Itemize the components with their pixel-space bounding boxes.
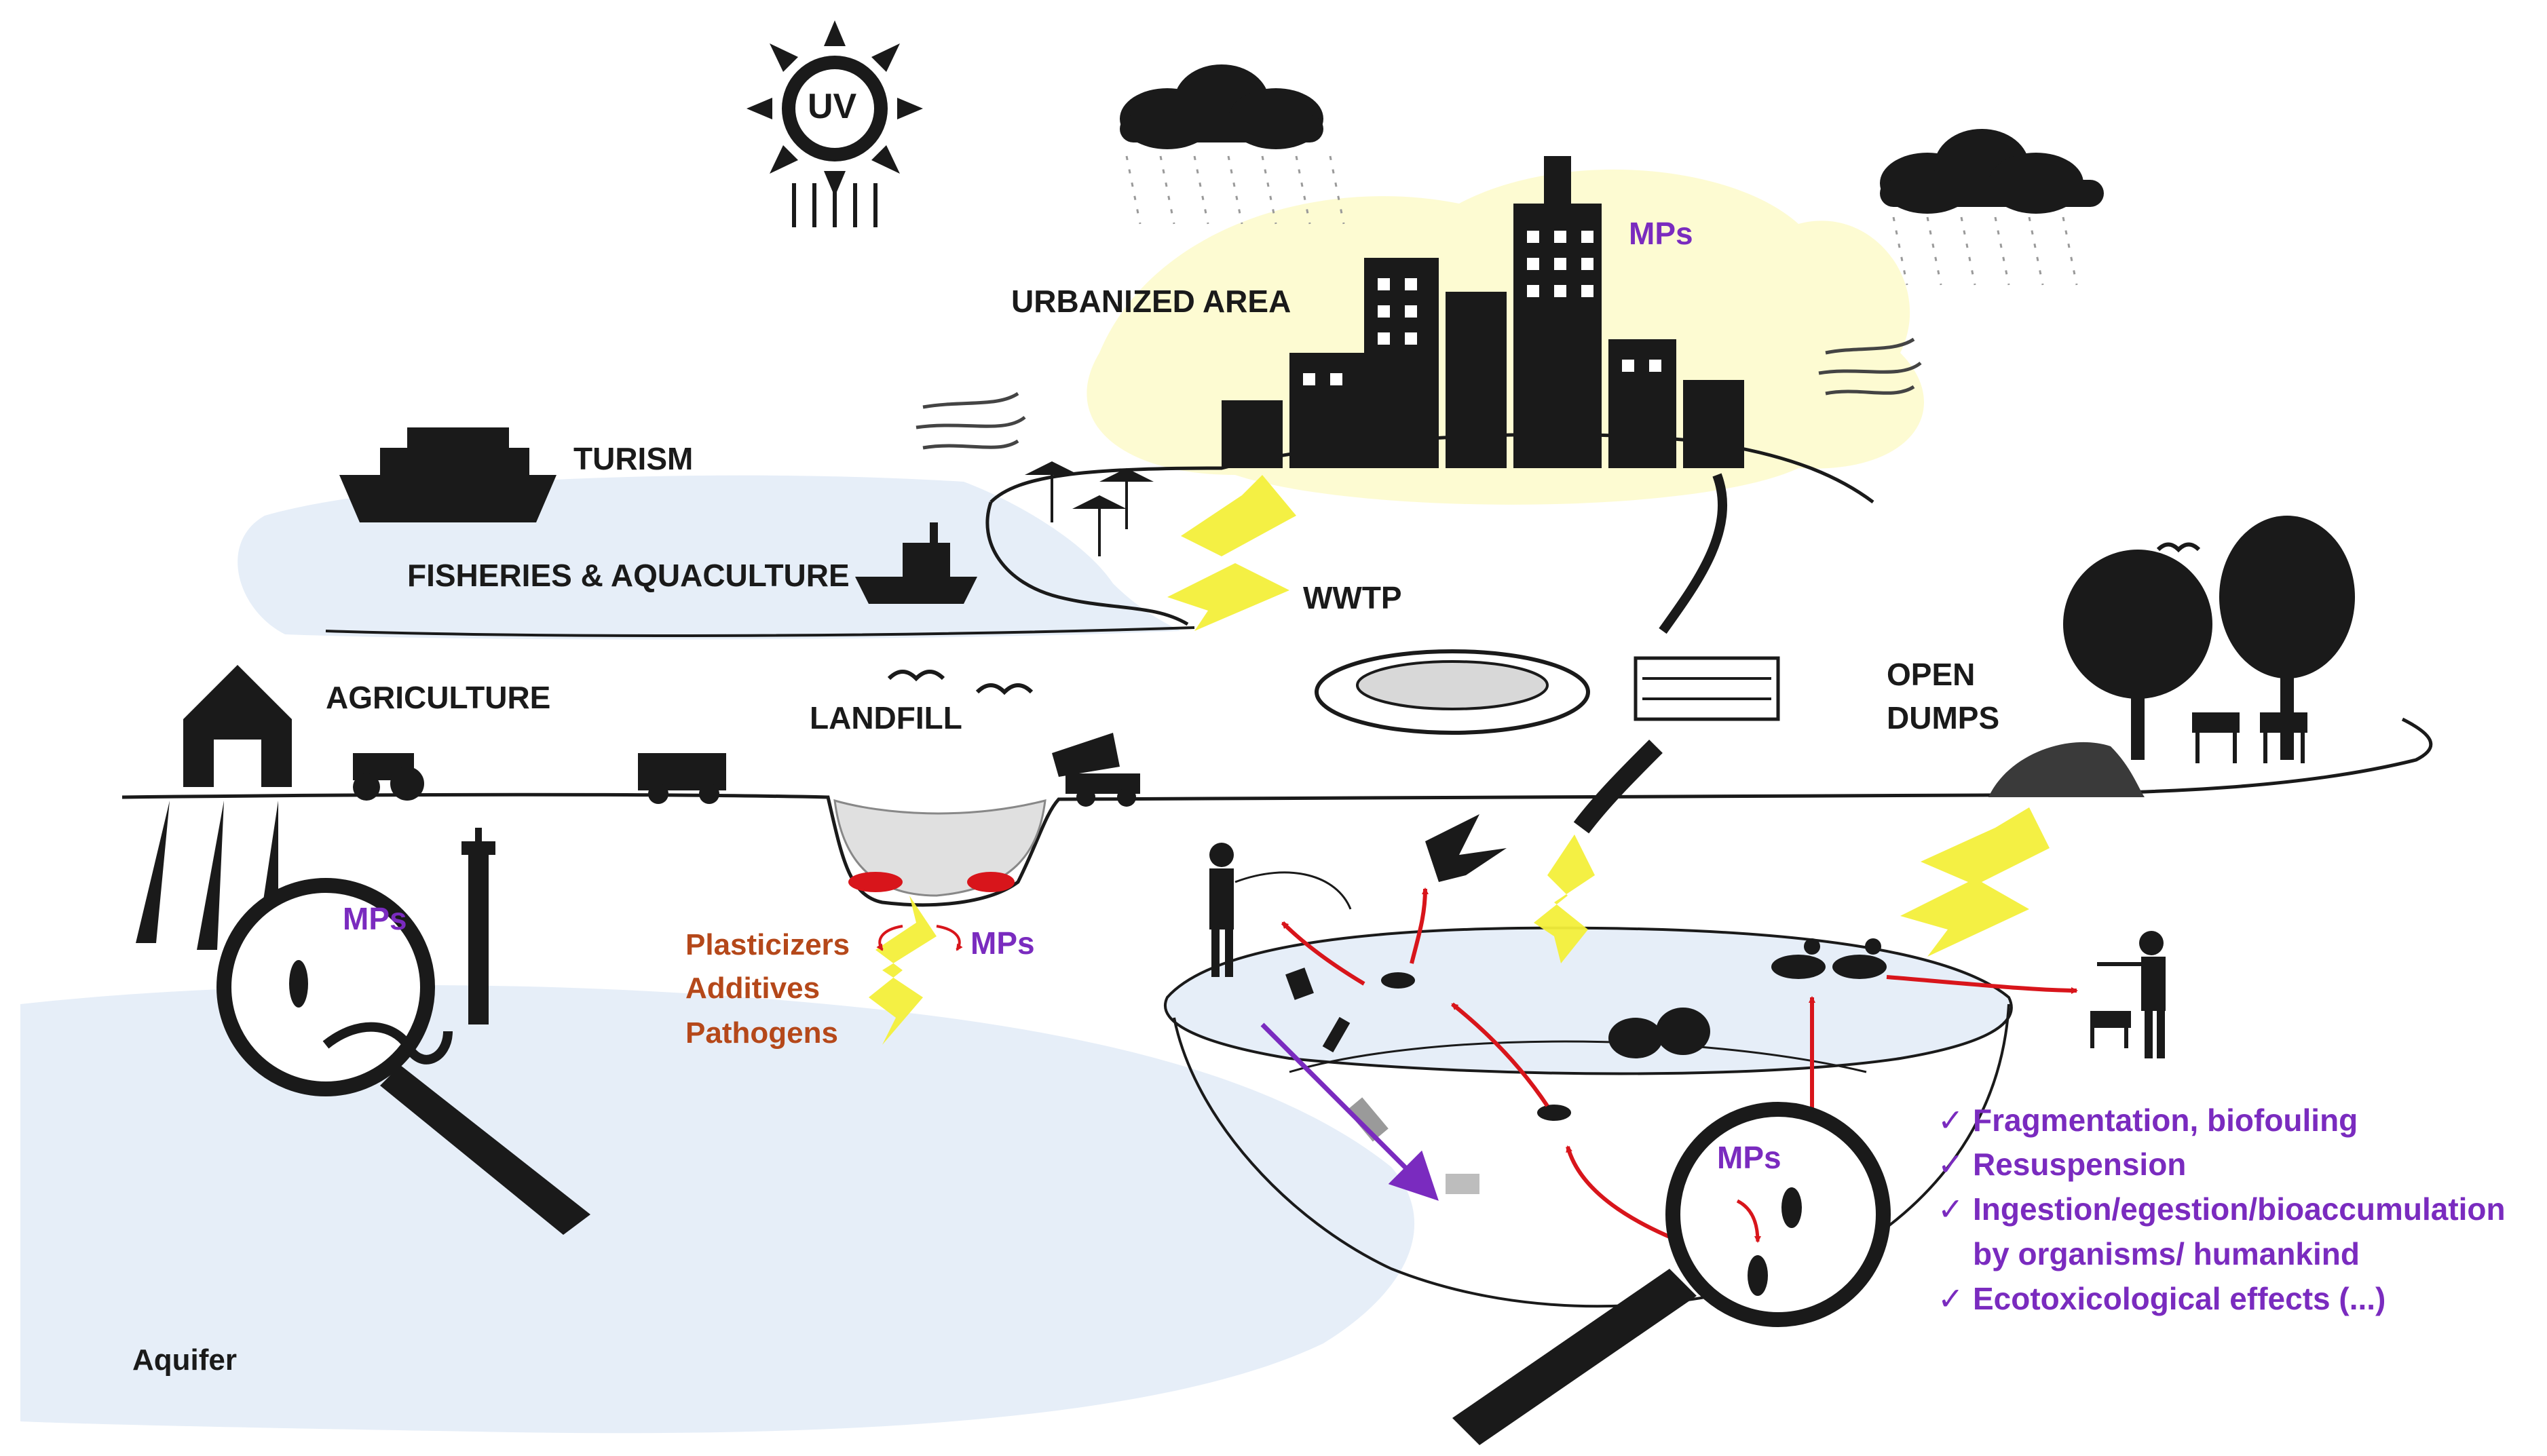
sedimentation-arrow (1260, 1022, 1439, 1201)
rain-cloud-icon (1120, 64, 1323, 149)
plastic-debris (1285, 968, 1479, 1194)
dump-truck-icon (1052, 733, 1140, 807)
effect-item: ✓Fragmentation, biofouling (1938, 1103, 2358, 1138)
fish-icon (1381, 972, 1571, 1121)
deer-icon (2192, 712, 2307, 763)
pathogens-label: Pathogens (685, 1016, 838, 1050)
plasticizers-label: Plasticizers (685, 928, 850, 961)
landfill-waste (833, 799, 1046, 897)
agriculture-label: AGRICULTURE (326, 680, 551, 715)
wind-icon (916, 337, 1922, 450)
beach-umbrella-icon (1025, 461, 1154, 556)
tractor-icon (353, 753, 424, 801)
mps-lake-label: MPs (1717, 1140, 1781, 1175)
open-dumps-label-2: DUMPS (1887, 700, 2000, 735)
ground-line (121, 717, 2433, 907)
mps-landfill-label: MPs (970, 925, 1035, 961)
magnifier-soil-icon (216, 878, 590, 1235)
fisherman-icon (1209, 843, 1234, 977)
turism-label: TURISM (573, 441, 694, 476)
sun-icon (747, 20, 923, 227)
garbage-truck-icon (638, 753, 726, 804)
rain-cloud-icon (1880, 129, 2104, 214)
barn-icon (183, 665, 292, 787)
wwtp-pipe (1659, 473, 1728, 634)
bird-icon (887, 542, 2201, 695)
fishing-boat-icon (855, 522, 977, 604)
open-dumps-label: OPEN (1887, 657, 1976, 692)
uv-label: UV (808, 87, 857, 126)
hunter-icon (2097, 931, 2166, 1058)
additives-label: Additives (685, 972, 820, 1005)
leachate-arrows (876, 925, 963, 951)
wwtp-plant-icon (1315, 649, 1780, 735)
cruise-ship-icon (339, 427, 556, 522)
fisheries-label: FISHERIES & AQUACULTURE (407, 558, 850, 593)
effect-item: ✓Ecotoxicological effects (...) (1938, 1281, 2386, 1316)
urbanized-area-label: URBANIZED AREA (1011, 284, 1291, 319)
landfill-label: LANDFILL (810, 700, 962, 735)
effect-item: ✓Ingestion/egestion/bioaccumulation (1938, 1191, 2506, 1227)
rock-icon (1608, 1008, 1710, 1058)
well-pump-icon (461, 828, 495, 1024)
effect-item-continued: by organisms/ humankind (1973, 1236, 2360, 1271)
open-dump-mound (1988, 742, 2145, 797)
dog-icon (2090, 1011, 2131, 1048)
aquifer-label: Aquifer (132, 1343, 237, 1377)
magnifier-lake-icon (1452, 1102, 1891, 1445)
city-skyline-icon (1222, 156, 1744, 468)
effect-item: ✓Resuspension (1938, 1147, 2187, 1182)
mps-agri-label: MPs (343, 901, 407, 936)
coastline (989, 432, 1874, 504)
effluent-pipe (1573, 740, 1663, 834)
lake-basin (1173, 1003, 2010, 1308)
wwtp-label: WWTP (1303, 580, 1402, 615)
aquifer-water (20, 984, 1415, 1434)
duck-icon (1771, 938, 1887, 979)
mps-city-label: MPs (1629, 216, 1693, 251)
pollution-bolts (869, 475, 2050, 1045)
eagle-icon (1425, 814, 1507, 882)
